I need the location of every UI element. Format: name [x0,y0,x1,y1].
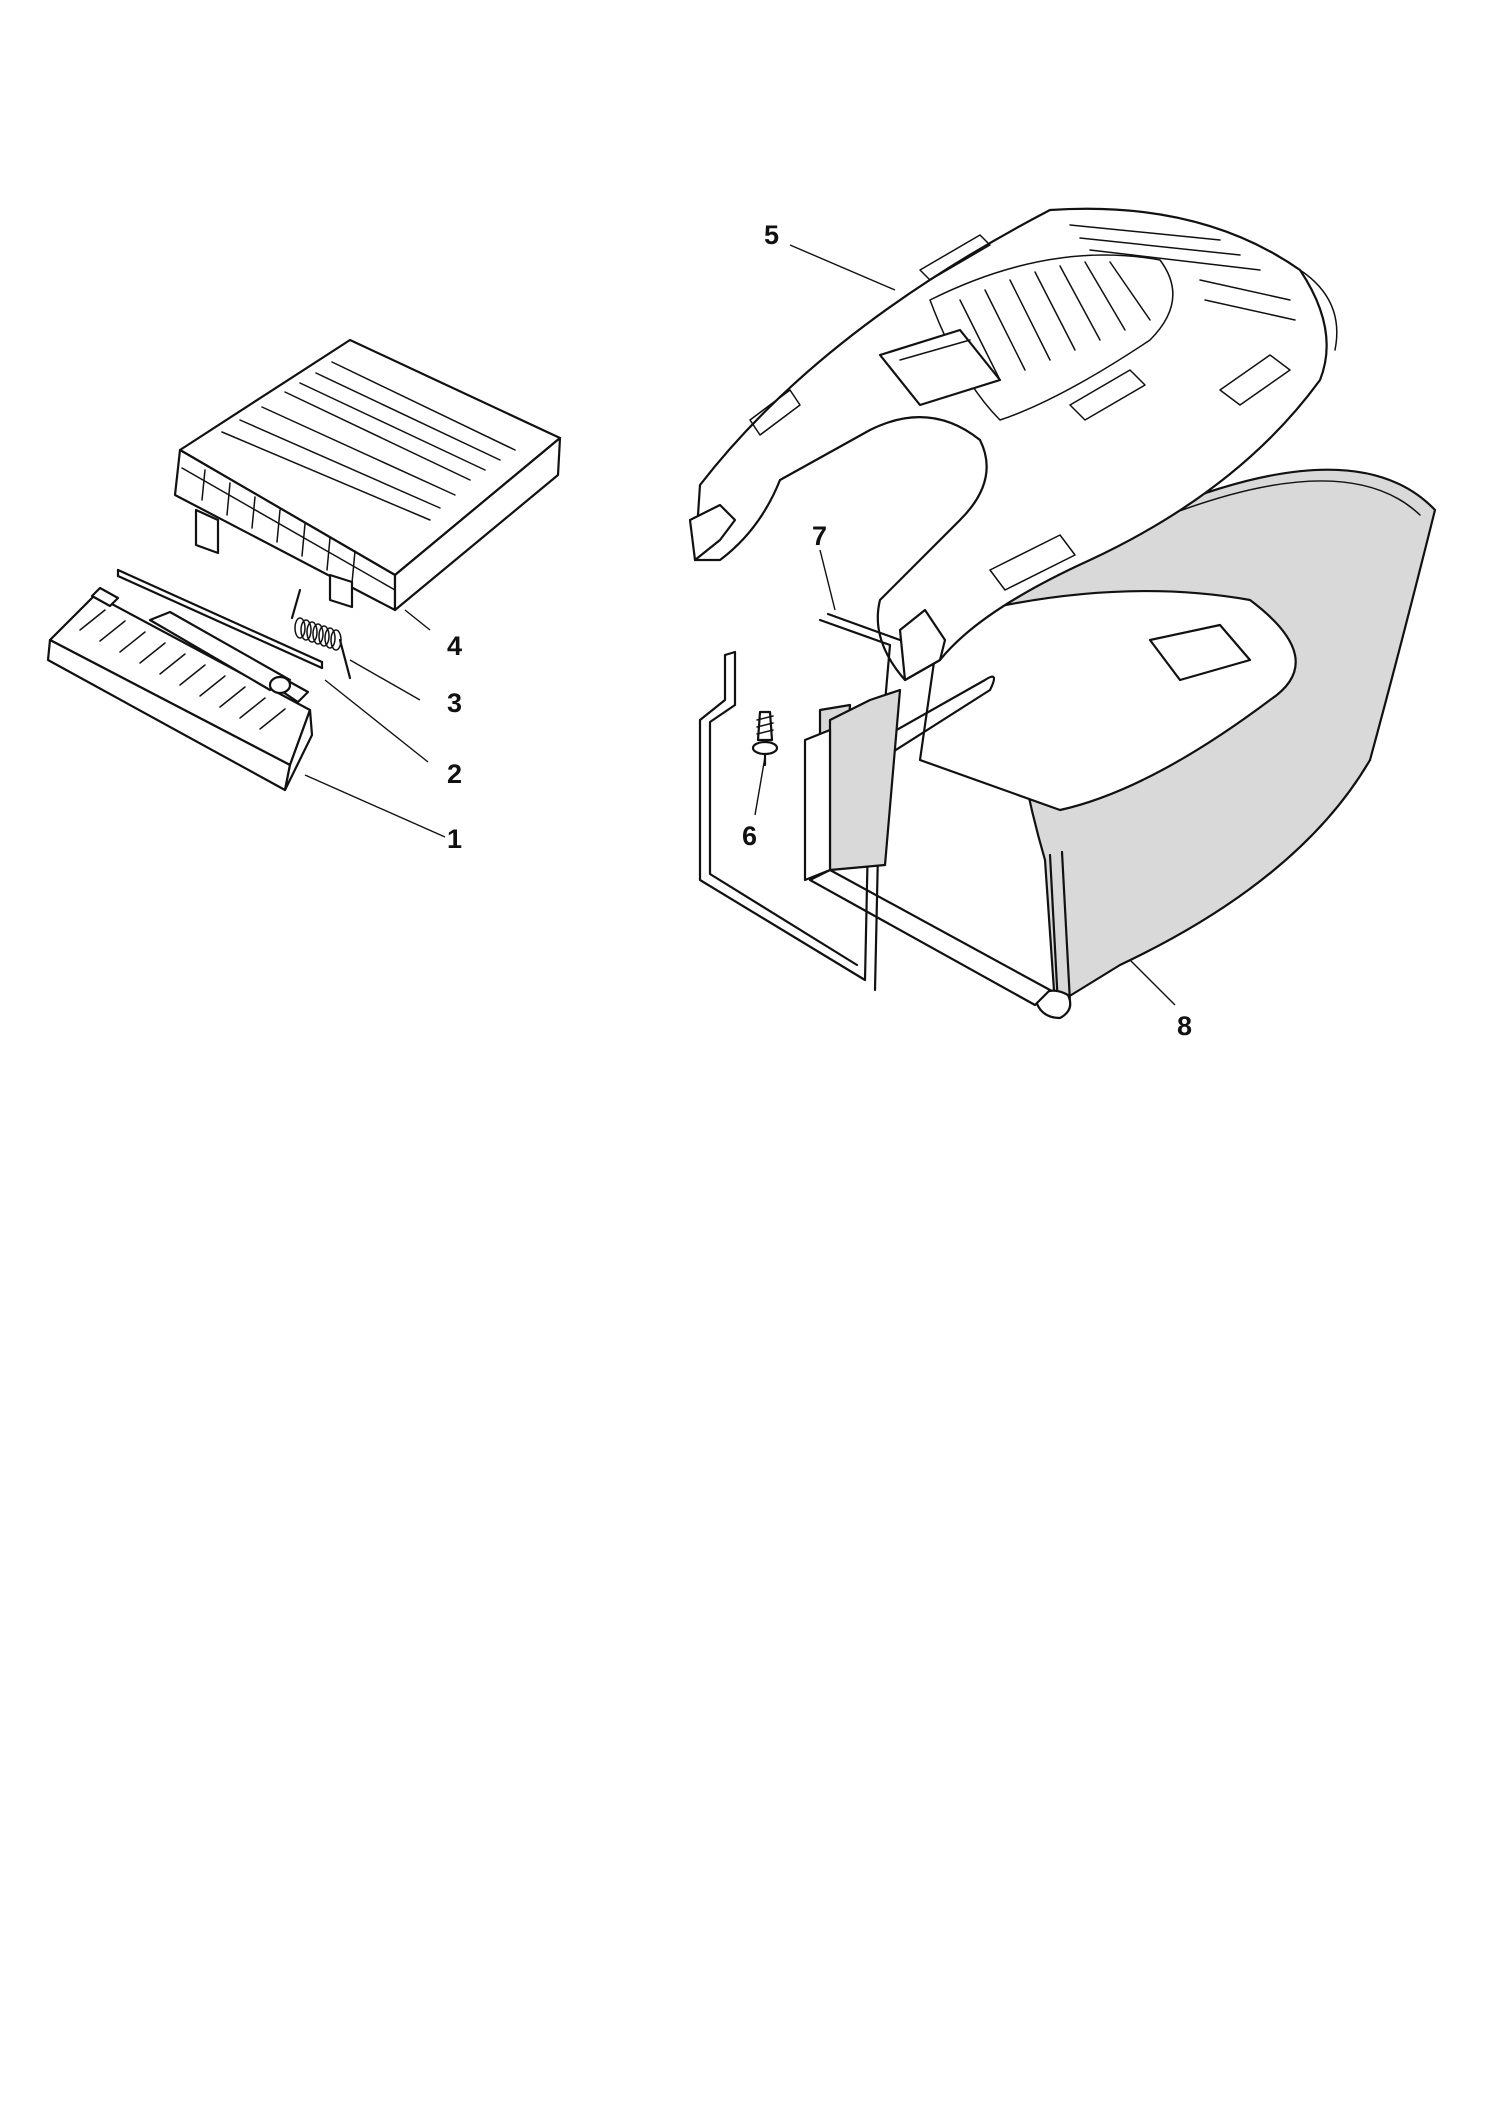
part-4-flap-cover [173,338,562,612]
callout-5: 5 [764,220,779,250]
callout-1: 1 [447,824,462,854]
part-3-spring [290,588,352,680]
part-6-screw [751,710,779,767]
part-5-bag-top [688,207,1338,682]
callouts: 1 2 3 4 5 6 7 8 [447,220,1192,1041]
part-1-flap [46,586,314,792]
part-7-wire-frame [698,612,996,992]
callout-8: 8 [1177,1011,1192,1041]
callout-6: 6 [742,821,757,851]
callout-3: 3 [447,688,462,718]
callout-7: 7 [812,521,827,551]
part-2-rod [116,568,324,670]
callout-4: 4 [447,631,462,661]
leader-lines [304,244,1176,1006]
part-8-grass-bag [808,468,1437,1020]
callout-2: 2 [447,759,462,789]
